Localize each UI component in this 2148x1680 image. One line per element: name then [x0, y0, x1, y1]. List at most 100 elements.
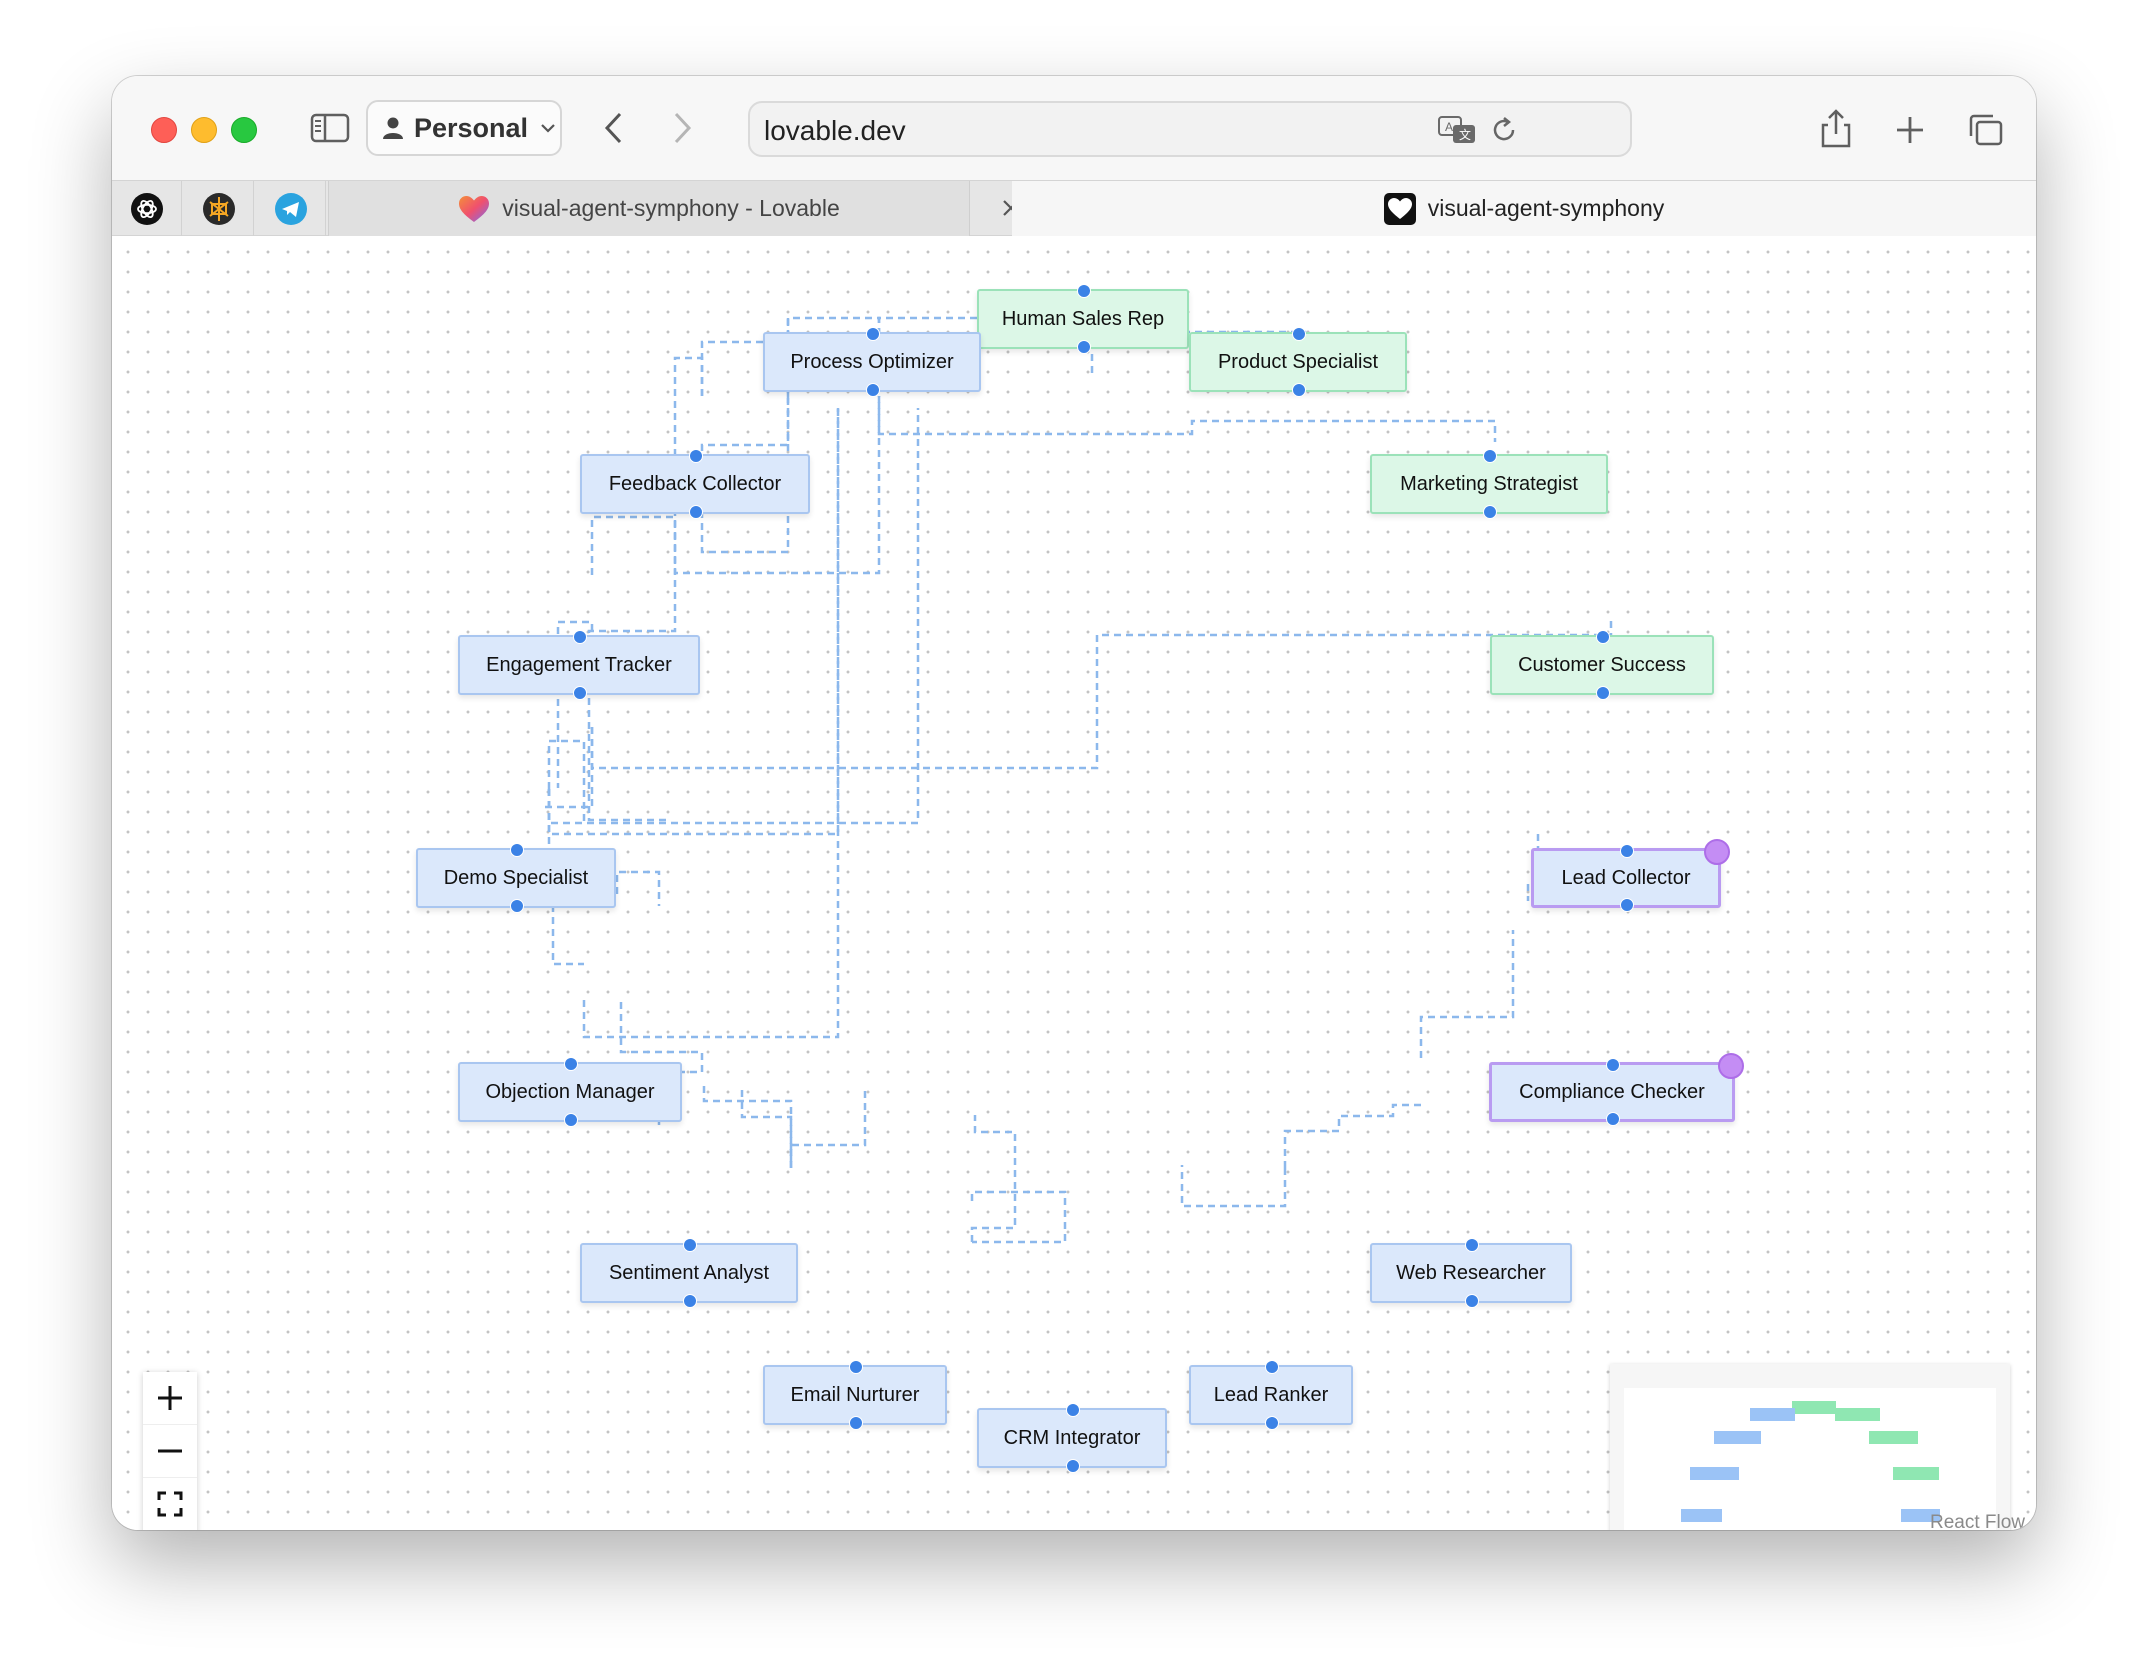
node-engagement-tracker[interactable]: Engagement Tracker — [458, 630, 700, 700]
lovable-heart-icon — [459, 195, 490, 222]
node-process-optimizer[interactable]: Process Optimizer — [763, 327, 981, 397]
openai-icon — [130, 192, 163, 225]
node-sentiment-analyst[interactable]: Sentiment Analyst — [580, 1238, 798, 1308]
minimap-node — [1792, 1401, 1836, 1414]
node-crm-integrator[interactable]: CRM Integrator — [977, 1403, 1167, 1473]
node-handle-source[interactable] — [683, 1294, 697, 1308]
zoom-out-button[interactable] — [143, 1425, 197, 1478]
zoom-window-button[interactable] — [231, 117, 257, 143]
tabs-icon — [1969, 114, 2003, 146]
forward-button[interactable] — [660, 106, 704, 150]
node-handle-target[interactable] — [866, 327, 880, 341]
node-handle-source[interactable] — [689, 505, 703, 519]
plus-icon — [158, 1386, 182, 1410]
address-bar[interactable]: lovable.dev A 文 — [748, 101, 1632, 157]
node-email-nurturer[interactable]: Email Nurturer — [763, 1360, 947, 1430]
tab-preview[interactable]: visual-agent-symphony — [1012, 181, 2036, 236]
node-handle-target[interactable] — [1265, 1360, 1279, 1374]
close-window-button[interactable] — [151, 117, 177, 143]
node-handle-source[interactable] — [573, 686, 587, 700]
node-compliance-checker[interactable]: Compliance Checker — [1489, 1053, 1744, 1126]
flow-edge — [619, 1000, 704, 1125]
flow-edge — [547, 739, 586, 823]
node-label: Email Nurturer — [790, 1383, 920, 1406]
node-handle-source[interactable] — [1596, 686, 1610, 700]
node-label: Objection Manager — [485, 1080, 655, 1103]
node-handle-source[interactable] — [849, 1416, 863, 1430]
chevron-right-icon — [674, 112, 692, 144]
flow-edge — [1283, 1103, 1421, 1168]
node-handle-source[interactable] — [866, 383, 880, 397]
node-label: Feedback Collector — [608, 472, 782, 495]
fit-view-button[interactable] — [143, 1478, 197, 1530]
minimap-node — [1835, 1408, 1880, 1421]
zoom-in-button[interactable] — [143, 1372, 197, 1425]
node-handle-target[interactable] — [1066, 1403, 1080, 1417]
node-handle-target[interactable] — [1292, 327, 1306, 341]
node-handle-target[interactable] — [683, 1238, 697, 1252]
share-button[interactable] — [1812, 104, 1860, 154]
pinned-tab-chatgpt[interactable] — [112, 181, 182, 236]
node-handle-source[interactable] — [510, 899, 524, 913]
node-handle-source[interactable] — [1483, 505, 1497, 519]
node-handle-source[interactable] — [1292, 383, 1306, 397]
node-objection-manager[interactable]: Objection Manager — [458, 1057, 682, 1127]
node-label: Web Researcher — [1396, 1261, 1546, 1284]
react-flow-attribution[interactable]: React Flow — [1930, 1512, 2026, 1530]
new-tab-button[interactable] — [1886, 106, 1934, 154]
node-product-specialist[interactable]: Product Specialist — [1189, 327, 1407, 397]
node-handle-target[interactable] — [849, 1360, 863, 1374]
chevron-down-icon — [541, 124, 555, 133]
node-handle-target[interactable] — [1077, 284, 1091, 298]
node-handle-target[interactable] — [510, 843, 524, 857]
pinned-tab-perplexity[interactable] — [184, 181, 254, 236]
tab-lovable[interactable]: visual-agent-symphony - Lovable — [328, 181, 970, 236]
node-handle-target[interactable] — [573, 630, 587, 644]
node-demo-specialist[interactable]: Demo Specialist — [416, 843, 616, 913]
flow-edge — [582, 408, 840, 1039]
profile-menu-button[interactable]: Personal — [366, 100, 562, 156]
node-handle-source[interactable] — [1077, 340, 1091, 354]
flow-edges — [545, 294, 1613, 1244]
node-handle-source[interactable] — [564, 1113, 578, 1127]
reload-icon — [1493, 117, 1515, 141]
pinned-tab-telegram[interactable] — [256, 181, 326, 236]
flow-edge — [970, 1190, 1067, 1244]
sidebar-toggle-button[interactable] — [306, 104, 354, 152]
flow-edge — [740, 1086, 793, 1168]
node-handle-target[interactable] — [564, 1057, 578, 1071]
flow-edge — [615, 870, 661, 906]
node-handle-source[interactable] — [1465, 1294, 1479, 1308]
tab-title: visual-agent-symphony - Lovable — [502, 195, 840, 221]
node-handle-target[interactable] — [1606, 1058, 1620, 1072]
node-web-researcher[interactable]: Web Researcher — [1370, 1238, 1572, 1308]
node-handle-source[interactable] — [1620, 898, 1634, 912]
flow-minimap[interactable] — [1610, 1364, 2010, 1530]
node-handle-source[interactable] — [1066, 1459, 1080, 1473]
node-handle-target[interactable] — [689, 449, 703, 463]
fit-view-icon — [157, 1491, 183, 1517]
node-feedback-collector[interactable]: Feedback Collector — [580, 449, 810, 519]
flow-canvas[interactable]: Human Sales Rep Process Optimizer Produc… — [112, 236, 2036, 1530]
node-customer-success[interactable]: Customer Success — [1490, 630, 1714, 700]
minimap-node — [1893, 1467, 1939, 1480]
flow-edge — [547, 408, 840, 836]
back-button[interactable] — [592, 106, 636, 150]
node-lead-collector[interactable]: Lead Collector — [1531, 839, 1730, 912]
node-handle-target[interactable] — [1620, 844, 1634, 858]
node-human-sales-rep[interactable]: Human Sales Rep — [977, 284, 1189, 354]
reload-button[interactable] — [1484, 111, 1524, 149]
node-handle-source[interactable] — [1606, 1112, 1620, 1126]
node-handle-target[interactable] — [1465, 1238, 1479, 1252]
node-marketing-strategist[interactable]: Marketing Strategist — [1370, 449, 1608, 519]
node-lead-ranker[interactable]: Lead Ranker — [1189, 1360, 1353, 1430]
node-handle-source[interactable] — [1265, 1416, 1279, 1430]
node-handle-target[interactable] — [1483, 449, 1497, 463]
translate-button[interactable]: A 文 — [1436, 111, 1480, 149]
node-handle-target[interactable] — [1596, 630, 1610, 644]
minimize-window-button[interactable] — [191, 117, 217, 143]
tab-overview-button[interactable] — [1962, 106, 2010, 154]
flow-edge — [1419, 930, 1515, 1058]
minimap-node — [1750, 1408, 1795, 1421]
flow-edge — [545, 727, 594, 809]
